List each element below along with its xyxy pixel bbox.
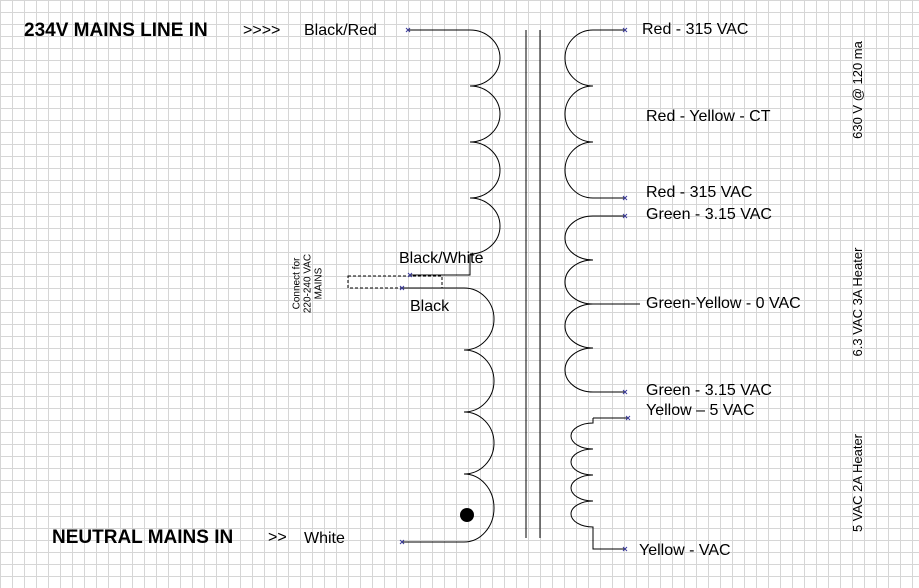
hv-rating-label: 630 V @ 120 ma bbox=[850, 41, 865, 139]
heater-5-bottom-label: Yellow - VAC bbox=[639, 542, 731, 559]
heater-5-top-label: Yellow – 5 VAC bbox=[646, 402, 755, 419]
neutral-arrows: >> bbox=[268, 529, 287, 546]
hv-bottom-label: Red - 315 VAC bbox=[646, 184, 753, 201]
hv-top-label: Red - 315 VAC bbox=[642, 21, 749, 38]
terminal-marker bbox=[622, 195, 628, 201]
terminal-marker bbox=[405, 27, 411, 33]
tap-lower-wire-label: Black bbox=[410, 298, 450, 315]
connect-note-line: MAINS bbox=[313, 267, 325, 300]
heater-63-top-label: Green - 3.15 VAC bbox=[646, 206, 772, 223]
connect-note-line: Connect for bbox=[291, 257, 303, 310]
heater-63-ct-label: Green-Yellow - 0 VAC bbox=[646, 295, 801, 312]
connect-note-line: 220-240 VAC bbox=[302, 253, 314, 314]
primary-tap-upper-lead bbox=[410, 254, 471, 276]
heater-5-coil bbox=[570, 418, 625, 550]
heater-63-coil bbox=[564, 215, 625, 393]
hv-secondary-coil bbox=[564, 29, 625, 199]
neutral-wire-label: White bbox=[304, 530, 345, 547]
tap-upper-wire-label: Black/White bbox=[399, 250, 484, 267]
heater-63-rating-label: 6.3 VAC 3A Heater bbox=[850, 247, 865, 357]
terminal-marker bbox=[399, 539, 405, 545]
terminal-marker bbox=[622, 213, 628, 219]
terminal-marker bbox=[622, 27, 628, 33]
primary-lower-coil bbox=[463, 287, 495, 543]
terminal-marker bbox=[622, 546, 628, 552]
terminal-marker bbox=[622, 389, 628, 395]
phase-dot bbox=[460, 508, 474, 522]
terminal-marker bbox=[407, 272, 413, 278]
terminal-marker bbox=[399, 285, 405, 291]
heater-5-rating-label: 5 VAC 2A Heater bbox=[850, 433, 865, 533]
hv-ct-label: Red - Yellow - CT bbox=[646, 108, 771, 125]
connect-note: Connect for 220-240 VAC MAINS bbox=[292, 244, 325, 324]
line-in-title: 234V MAINS LINE IN bbox=[24, 20, 208, 41]
tap-jumper-dashed bbox=[347, 275, 443, 289]
terminal-marker bbox=[625, 415, 631, 421]
heater-63-bottom-label: Green - 3.15 VAC bbox=[646, 382, 772, 399]
line-in-arrows: >>>> bbox=[243, 22, 281, 39]
primary-upper-coil bbox=[469, 29, 501, 255]
line-in-wire-label: Black/Red bbox=[304, 22, 377, 39]
neutral-title: NEUTRAL MAINS IN bbox=[52, 527, 234, 548]
